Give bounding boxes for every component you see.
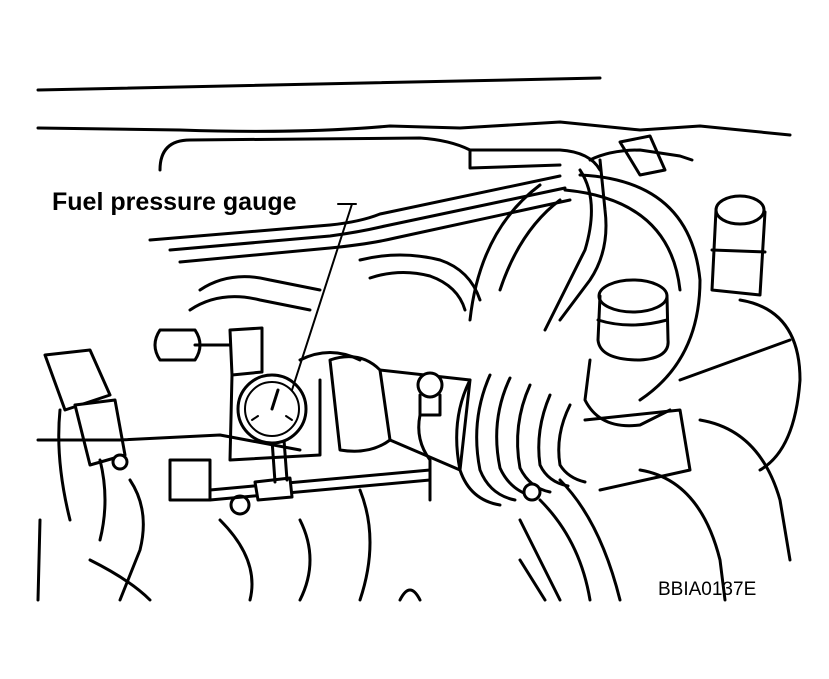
brake-booster [468,173,702,402]
figure-code: BBIA0137E [658,579,757,600]
hood-outline [36,76,792,137]
callout-label-fuel-pressure-gauge: Fuel pressure gauge [52,188,297,216]
fuel-line [208,438,432,502]
upper-ducts [148,134,694,332]
hoses-left [153,253,482,362]
lower-right-hoses [518,482,592,602]
left-connector [43,348,129,542]
callout-leader [291,203,357,391]
gauge-bracket [228,326,322,462]
fuel-pressure-gauge [236,373,308,445]
lower-engine-block [36,433,422,602]
right-engine-parts [558,298,802,602]
master-cylinder [583,278,672,428]
throttle-body [298,351,472,502]
intake-bellows [455,373,692,507]
reservoir-cap [710,194,767,297]
